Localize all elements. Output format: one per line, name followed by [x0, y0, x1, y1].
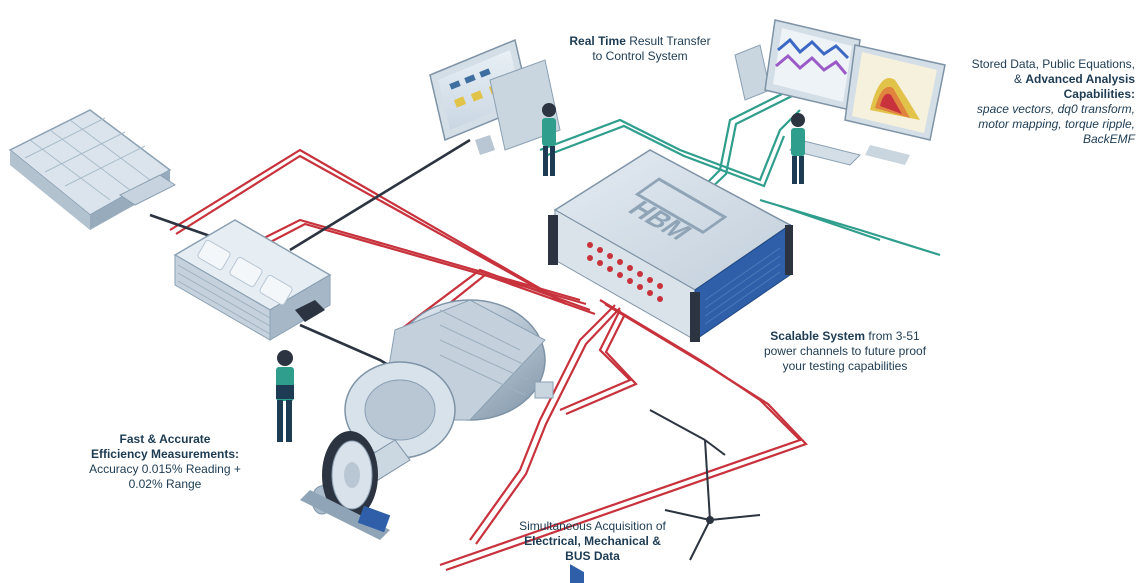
caption-stored-line3: Capabilities: [1063, 87, 1135, 101]
battery-pack [8, 109, 176, 230]
caption-stored-italic2: motor mapping, torque ripple, [978, 117, 1135, 131]
caption-scalable-line3: your testing capabilities [782, 359, 908, 373]
caption-stored-line2-pre: & [1014, 72, 1026, 86]
control-system-computer [429, 38, 561, 155]
caption-realtime-transfer: Real Time Result Transfer to Control Sys… [560, 34, 720, 64]
caption-efficiency-line4: 0.02% Range [128, 477, 202, 491]
caption-simultaneous-bold2: Electrical, Mechanical & [524, 534, 661, 548]
caption-stored-line2-bold: Advanced Analysis [1025, 72, 1135, 86]
caption-simultaneous-line1: Simultaneous Acquisition of [519, 519, 666, 533]
caption-realtime-bold: Real Time [569, 34, 626, 48]
engineer-figure-motor [276, 350, 294, 442]
red-cables [169, 148, 808, 572]
caption-efficiency: Fast & Accurate Efficiency Measurements:… [75, 432, 255, 492]
caption-simultaneous-bold3: BUS Data [565, 549, 620, 563]
electric-motor [300, 299, 554, 540]
caption-scalable-line2: power channels to future proof [763, 344, 927, 358]
caption-efficiency-bold2: Efficiency Measurements: [90, 447, 240, 461]
caption-efficiency-bold1: Fast & Accurate [119, 432, 211, 446]
caption-scalable-bold: Scalable System [770, 329, 866, 343]
engineer-figure-control [542, 103, 556, 176]
caption-simultaneous: Simultaneous Acquisition of Electrical, … [500, 519, 685, 564]
caption-stored-italic1: space vectors, dq0 transform, [976, 102, 1135, 116]
inverter-unit [173, 219, 332, 341]
teal-cables [539, 89, 941, 257]
caption-scalable-rest: from 3-51 [868, 329, 920, 343]
caption-scalable-system: Scalable System from 3-51 power channels… [745, 329, 945, 374]
caption-stored-line1: Stored Data, Public Equations, [971, 57, 1135, 71]
hbm-data-acquisition-device: HBM [548, 149, 793, 583]
analysis-workstation [734, 19, 946, 166]
caption-realtime-rest: Result Transfer [629, 34, 711, 48]
caption-stored-data: Stored Data, Public Equations, & Advance… [930, 57, 1135, 147]
caption-realtime-line2: to Control System [592, 49, 688, 63]
caption-efficiency-line3: Accuracy 0.015% Reading + [89, 462, 241, 476]
caption-stored-italic3: BackEMF [1082, 132, 1135, 146]
microphone-stand [649, 409, 761, 561]
engineer-figure-analysis [791, 113, 805, 184]
